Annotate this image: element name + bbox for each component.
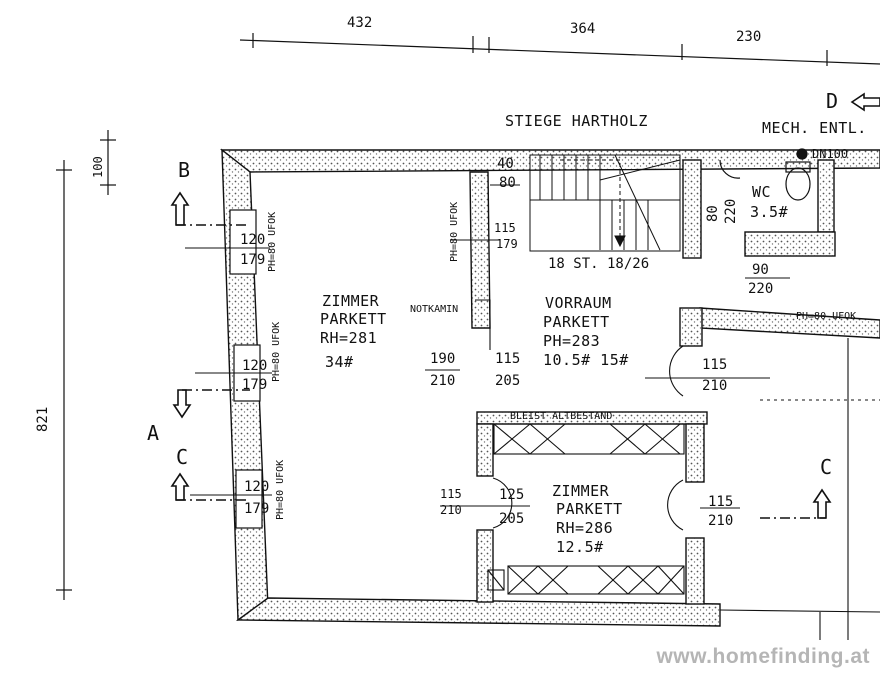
section-d-label: D	[826, 89, 839, 113]
door-right-height: 210	[702, 378, 728, 394]
stair-label: STIEGE HARTHOLZ	[505, 112, 648, 130]
right-ph-label: PH=80 UFOK	[796, 311, 857, 322]
room-zimmer1-height: RH=281	[320, 329, 378, 347]
section-a-label: A	[147, 421, 160, 445]
window3-ph: PH=80 UFOK	[275, 459, 286, 520]
dim-top-432: 432	[347, 15, 373, 31]
window3-width: 120	[244, 479, 270, 495]
section-c-right-label: C	[820, 455, 833, 479]
door-right-width: 115	[702, 357, 728, 373]
door-wc-height: 220	[723, 198, 739, 224]
dim-left-100: 100	[91, 156, 105, 178]
left-dimension-line	[56, 130, 116, 600]
room-wc-area: 3.5#	[750, 203, 789, 221]
room-zimmer2-name: ZIMMER	[552, 482, 610, 500]
door-main-height: 210	[430, 373, 456, 389]
wc-fixtures	[719, 148, 811, 201]
notkamin-label: NOTKAMIN	[410, 304, 459, 315]
door-low1-width: 115	[440, 487, 462, 501]
room-zimmer2-area: 12.5#	[556, 538, 604, 556]
door-115-width: 115	[494, 221, 516, 235]
section-markers	[170, 92, 880, 519]
room-zimmer1-floor: PARKETT	[320, 310, 387, 328]
room-vorraum-floor: PARKETT	[543, 313, 610, 331]
section-c-left-label: C	[176, 445, 189, 469]
room-vorraum-height: PH=283	[543, 332, 601, 350]
door-mid-height: 205	[495, 373, 521, 389]
walls	[219, 148, 880, 627]
dim-top-364: 364	[570, 21, 596, 37]
top-dimension-line	[239, 33, 880, 66]
watermark: www.homefinding.at	[656, 645, 870, 668]
door-mid-width: 115	[495, 351, 521, 367]
steps-label: 18 ST. 18/26	[548, 256, 650, 272]
door-stair-height: 80	[499, 175, 516, 191]
door-115-height: 179	[496, 237, 518, 251]
door-wc-width: 80	[705, 205, 721, 222]
dn-label: DN100	[812, 147, 849, 161]
window1-width: 120	[240, 232, 266, 248]
room-zimmer1-area: 34#	[325, 353, 354, 371]
room-wc-name: WC	[752, 183, 772, 201]
dim-left-821: 821	[35, 406, 51, 432]
window2-ph: PH=80 UFOK	[271, 321, 282, 382]
dim-top-230: 230	[736, 29, 762, 45]
window1-ph: PH=80 UFOK	[267, 211, 278, 272]
door-main-width: 190	[430, 351, 456, 367]
window-bands	[487, 423, 685, 595]
door-low1-height: 210	[440, 503, 462, 517]
door-swings	[475, 299, 684, 531]
door-low3-width: 115	[708, 494, 734, 510]
room-zimmer2-floor: PARKETT	[556, 500, 623, 518]
room-vorraum-area: 10.5# 15#	[543, 351, 629, 369]
door-90-height: 220	[748, 281, 774, 297]
right-room-lines	[719, 338, 880, 640]
mech-label: MECH. ENTL.	[762, 119, 867, 137]
door-90-width: 90	[752, 262, 769, 278]
wall-ph-label: PH=80 UFOK	[449, 201, 460, 262]
window3-height: 179	[244, 501, 270, 517]
room-vorraum-name: VORRAUM	[545, 294, 612, 312]
window-recesses	[229, 209, 263, 529]
door-low2-height: 205	[499, 511, 525, 527]
window2-height: 179	[242, 377, 268, 393]
window1-height: 179	[240, 252, 266, 268]
window2-width: 120	[242, 358, 268, 374]
room-zimmer2-height: RH=286	[556, 519, 614, 537]
door-low3-height: 210	[708, 513, 734, 529]
staircase	[529, 154, 681, 252]
bleist-label: BLEIST ALTBESTAND	[510, 411, 613, 422]
room-zimmer1-name: ZIMMER	[322, 292, 380, 310]
opening-dimension-lines	[185, 184, 790, 509]
door-low2-width: 125	[499, 487, 525, 503]
door-stair-width: 40	[497, 156, 514, 172]
section-b-label: B	[178, 158, 191, 182]
